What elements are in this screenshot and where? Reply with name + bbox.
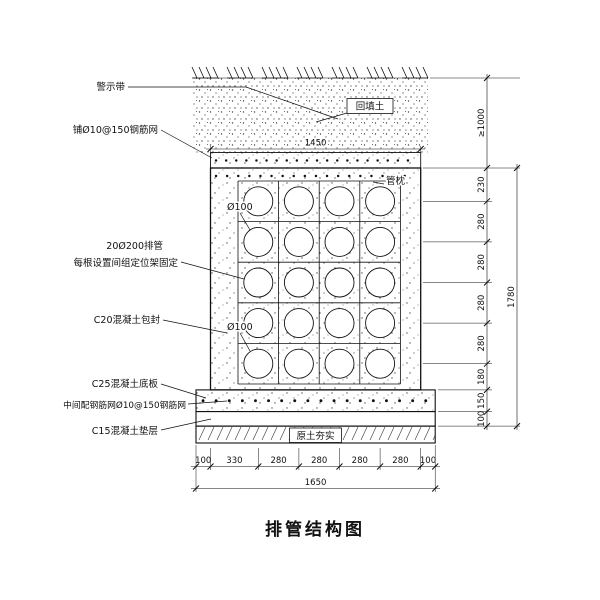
pipe-circle <box>283 186 314 217</box>
pipe-circle <box>324 186 355 217</box>
dim-bottom-seg-1: 330 <box>226 456 242 466</box>
label-pipes-line2: 每根设置间组定位架固定 <box>73 257 178 269</box>
compacted-soil-band: 原土夯实 <box>195 425 436 444</box>
dim-bottom-seg-0: 100 <box>195 456 211 466</box>
leader-warning-tape <box>128 86 339 120</box>
base-slab <box>195 389 436 413</box>
label-warning-tape: 警示带 <box>96 81 125 93</box>
dim-right-seg-5: 180 <box>477 369 487 385</box>
pipe-circle <box>324 226 355 257</box>
leader-backfill <box>315 112 348 123</box>
leader-cushion <box>160 418 212 431</box>
leader-lines <box>128 86 385 431</box>
dim-right-seg-7: 100 <box>477 411 487 427</box>
label-top-mesh: 铺Ø10@150钢筋网 <box>73 124 158 136</box>
dim-bottom-lines <box>191 466 440 489</box>
label-slab-mesh: 中间配钢筋网Ø10@150钢筋网 <box>63 399 186 411</box>
backfill-label-box <box>346 98 394 114</box>
pipe-circle <box>243 186 274 217</box>
pipe-rack-grid <box>237 180 401 385</box>
dim-right-depth-min: ≥1000 <box>477 109 487 138</box>
callout-labels-left: 警示带 铺Ø10@150钢筋网 20Ø200排管 每根设置间组定位架固定 C20… <box>63 81 186 437</box>
dim-right-chain-lines <box>486 74 518 430</box>
dim-top-ticks <box>207 145 425 153</box>
dim-bottom-extension-lines <box>195 445 436 492</box>
dim-bottom-chains: 100 330 280 280 280 280 100 1650 <box>191 445 440 492</box>
leader-pipe-pillow <box>372 181 385 185</box>
dim-right-seg-3: 280 <box>477 295 487 311</box>
pipe-circle <box>324 348 355 379</box>
dim-top-width: 1450 <box>206 139 425 153</box>
dim-right-seg-0: 230 <box>477 176 487 192</box>
pipe-circle <box>365 186 396 217</box>
steel-mesh-layer <box>210 152 422 169</box>
pipe-circle <box>324 308 355 339</box>
cushion-layer <box>195 411 436 427</box>
pipe-circle <box>365 348 396 379</box>
pipe-circle <box>365 267 396 298</box>
label-encasement: C20混凝土包封 <box>94 314 161 326</box>
leader-encasement <box>162 319 228 334</box>
label-cushion: C15混凝土垫层 <box>92 425 158 437</box>
label-backfill: 回填土 <box>356 101 385 113</box>
dim-right-ticks <box>483 74 521 430</box>
compacted-soil-label-box <box>289 427 342 443</box>
ground-hatch-symbols <box>191 66 429 79</box>
backfill-soil-fill <box>193 78 428 153</box>
leader-slab-mesh <box>187 400 228 405</box>
label-pipe-pillow: 管枕 <box>386 175 406 187</box>
leader-base-slab <box>160 383 207 399</box>
in-drawing-labels: 回填土 管枕 Ø100 Ø100 <box>226 98 407 335</box>
pipe-circle <box>283 348 314 379</box>
pipe-circle <box>243 308 274 339</box>
cushion-outline <box>195 411 436 427</box>
drawing-title: 排管结构图 <box>265 519 365 540</box>
pipe-circle <box>365 308 396 339</box>
leader-pipes <box>180 261 245 280</box>
label-pipes-line1: 20Ø200排管 <box>106 240 163 252</box>
dim-right-extension-lines <box>423 77 520 427</box>
dim-bottom-seg-6: 100 <box>420 456 436 466</box>
dim-bottom-seg-4: 280 <box>352 456 368 466</box>
dim-bottom-seg-3: 280 <box>311 456 327 466</box>
dim-bottom-ticks <box>192 463 439 492</box>
pipe-circle <box>243 348 274 379</box>
mesh-band <box>210 152 422 169</box>
pipe-circle <box>365 226 396 257</box>
dim-bottom-seg-5: 280 <box>392 456 408 466</box>
dim-right-total: 1780 <box>507 286 517 308</box>
pipe-circle <box>283 226 314 257</box>
pipe-circle <box>243 226 274 257</box>
leader-pipe-dia-lower <box>239 332 251 352</box>
pipe-circle <box>283 267 314 298</box>
label-pipe-dia-lower: Ø100 <box>227 322 253 333</box>
grid-lines <box>237 180 401 385</box>
label-compacted-soil: 原土夯实 <box>296 430 334 442</box>
label-pipe-dia-upper: Ø100 <box>227 202 253 213</box>
dim-right-seg-4: 280 <box>477 335 487 351</box>
leader-top-mesh <box>160 129 213 159</box>
pipe-circle <box>324 267 355 298</box>
dim-right-seg-6: 150 <box>477 393 487 409</box>
label-base-slab: C25混凝土底板 <box>92 378 159 390</box>
backfill-soil-region <box>191 66 429 153</box>
dim-bottom-total: 1650 <box>305 478 327 488</box>
dim-right-seg-1: 280 <box>477 213 487 229</box>
pipe-circle <box>283 308 314 339</box>
pipe-circles <box>243 186 396 379</box>
pipe-circle <box>243 267 274 298</box>
dim-bottom-seg-2: 280 <box>270 456 286 466</box>
leader-pipe-dia-upper <box>239 212 251 231</box>
dim-top-width-value: 1450 <box>305 139 327 149</box>
dim-right-chains: ≥1000 230 280 280 280 280 180 150 100 17… <box>423 74 521 430</box>
dim-right-seg-2: 280 <box>477 254 487 270</box>
